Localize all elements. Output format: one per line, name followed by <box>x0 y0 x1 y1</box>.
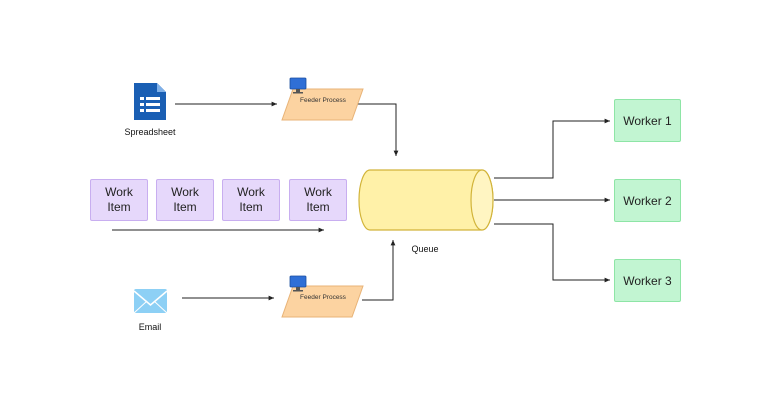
spreadsheet-label: Spreadsheet <box>124 127 176 137</box>
email-icon <box>133 289 168 314</box>
email-label: Email <box>138 322 162 332</box>
queue-cylinder[interactable] <box>358 169 494 231</box>
monitor-icon <box>289 77 307 94</box>
worker-2[interactable]: Worker 2 <box>614 179 681 222</box>
worker-1[interactable]: Worker 1 <box>614 99 681 142</box>
arrow-queue-to-worker1 <box>494 118 610 179</box>
work-item-3[interactable]: Work Item <box>222 179 280 221</box>
work-item-2[interactable]: Work Item <box>156 179 214 221</box>
worker-3[interactable]: Worker 3 <box>614 259 681 302</box>
spreadsheet-icon <box>134 83 166 120</box>
monitor-icon <box>289 275 307 292</box>
work-item-4[interactable]: Work Item <box>289 179 347 221</box>
arrow-feeder1-to-queue <box>352 103 399 156</box>
arrow-queue-to-worker3 <box>494 223 610 283</box>
arrow-feeder2-to-queue <box>362 240 396 301</box>
work-item-1[interactable]: Work Item <box>90 179 148 221</box>
feeder-process-1[interactable] <box>281 77 364 121</box>
feeder-process-1-label: Feeder Process <box>300 97 346 104</box>
feeder-process-2-label: Feeder Process <box>300 294 346 301</box>
feeder-process-2[interactable] <box>281 275 364 318</box>
queue-label: Queue <box>411 244 439 254</box>
